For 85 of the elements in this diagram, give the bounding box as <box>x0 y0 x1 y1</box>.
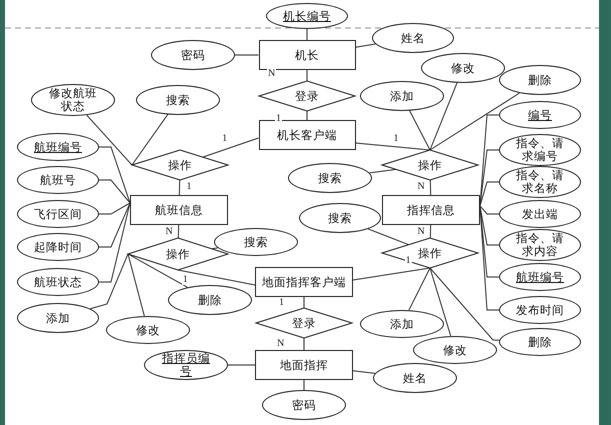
connector-line <box>178 270 256 286</box>
attribute-ellipse: 机长编号 <box>266 3 348 29</box>
relationship-diamond: 登录 <box>256 308 352 338</box>
attribute-ellipse: 搜索 <box>214 228 298 256</box>
attribute-ellipse: 删除 <box>499 65 581 95</box>
entity-box: 机长客户端 <box>258 120 356 150</box>
attribute-ellipse: 搜索 <box>299 203 381 233</box>
connector-line <box>90 254 128 310</box>
connector-line <box>368 168 397 174</box>
connector-line <box>355 44 376 48</box>
connector-line <box>368 228 410 246</box>
connector-line <box>355 142 430 150</box>
cardinality-label: 1 <box>186 182 193 192</box>
attribute-ellipse: 删除 <box>499 328 581 356</box>
attribute-ellipse: 航班编号 <box>499 263 581 291</box>
entity-box: 航班信息 <box>130 195 228 225</box>
cardinality-label: N <box>416 226 426 237</box>
attribute-ellipse: 姓名 <box>372 23 454 53</box>
attribute-ellipse: 姓名 <box>373 363 457 393</box>
attribute-ellipse: 指令、请求名称 <box>499 166 581 198</box>
attribute-ellipse: 编号 <box>499 101 581 129</box>
attribute-ellipse: 起降时间 <box>17 233 99 261</box>
attribute-ellipse: 添加 <box>360 81 444 111</box>
attribute-ellipse: 航班状态 <box>17 268 99 296</box>
cardinality-label: N <box>267 68 276 78</box>
attribute-ellipse: 密码 <box>262 390 346 420</box>
connector-line <box>86 114 132 166</box>
attribute-ellipse: 指挥员编号 <box>144 350 228 380</box>
connector-line <box>408 268 430 311</box>
connector-line <box>306 28 308 40</box>
attribute-ellipse: 修改 <box>421 53 505 83</box>
connector-line <box>132 114 168 166</box>
attribute-ellipse: 添加 <box>17 303 99 333</box>
attribute-ellipse: 指令、请求编号 <box>499 134 581 166</box>
attribute-ellipse: 密码 <box>151 40 235 70</box>
connector-line <box>480 205 500 214</box>
relationship-diamond: 操作 <box>382 150 478 180</box>
cardinality-label: N <box>164 226 174 237</box>
connector-line <box>234 54 259 56</box>
connector-line <box>430 92 520 150</box>
connector-line <box>98 146 130 204</box>
attribute-ellipse: 指令、请求内容 <box>499 229 581 261</box>
entity-box: 地面指挥 <box>255 350 353 380</box>
connector-line <box>352 268 430 281</box>
connector-line <box>306 110 308 120</box>
connector-line <box>202 138 259 158</box>
connector-line <box>178 179 180 196</box>
relationship-diamond: 登录 <box>259 81 355 111</box>
entity-box: 机长 <box>258 40 356 70</box>
cardinality-label: 1 <box>278 298 285 308</box>
entity-box: 地面指挥客户端 <box>255 267 353 297</box>
connector-line <box>98 202 130 248</box>
connector-line <box>430 82 458 150</box>
connector-line <box>409 110 430 150</box>
connector-line <box>228 364 256 366</box>
connector-line <box>430 224 432 239</box>
attribute-ellipse: 发出端 <box>499 200 581 228</box>
connector-line <box>480 182 500 206</box>
connector-line <box>430 268 500 341</box>
attribute-ellipse: 航班号 <box>17 166 99 194</box>
attribute-ellipse: 修改航班状态 <box>31 84 115 116</box>
entity-box: 指挥信息 <box>382 195 480 225</box>
connector-line <box>306 70 308 82</box>
attribute-ellipse: 修改 <box>413 336 497 364</box>
connector-line <box>430 268 452 337</box>
cardinality-label: N <box>276 339 286 349</box>
attribute-ellipse: 航班编号 <box>17 133 99 161</box>
cardinality-label: 1 <box>392 134 400 144</box>
connector-line <box>178 224 180 239</box>
attribute-ellipse: 修改 <box>106 316 190 344</box>
cardinality-label: 1 <box>182 274 189 284</box>
relationship-diamond: 操作 <box>132 150 228 180</box>
attribute-ellipse: 飞行区间 <box>17 200 99 228</box>
attribute-ellipse: 添加 <box>360 310 444 338</box>
connector-line <box>128 254 145 317</box>
connector-line <box>430 179 432 196</box>
connector-line <box>128 254 188 288</box>
attribute-ellipse: 搜索 <box>136 85 220 115</box>
attribute-ellipse: 删除 <box>168 285 252 315</box>
connector-line <box>352 370 376 374</box>
attribute-ellipse: 发布时间 <box>499 296 581 324</box>
connector-line <box>98 180 130 204</box>
relationship-diamond: 操作 <box>128 238 228 270</box>
connector-line <box>98 202 130 214</box>
attribute-ellipse: 搜索 <box>288 163 372 193</box>
